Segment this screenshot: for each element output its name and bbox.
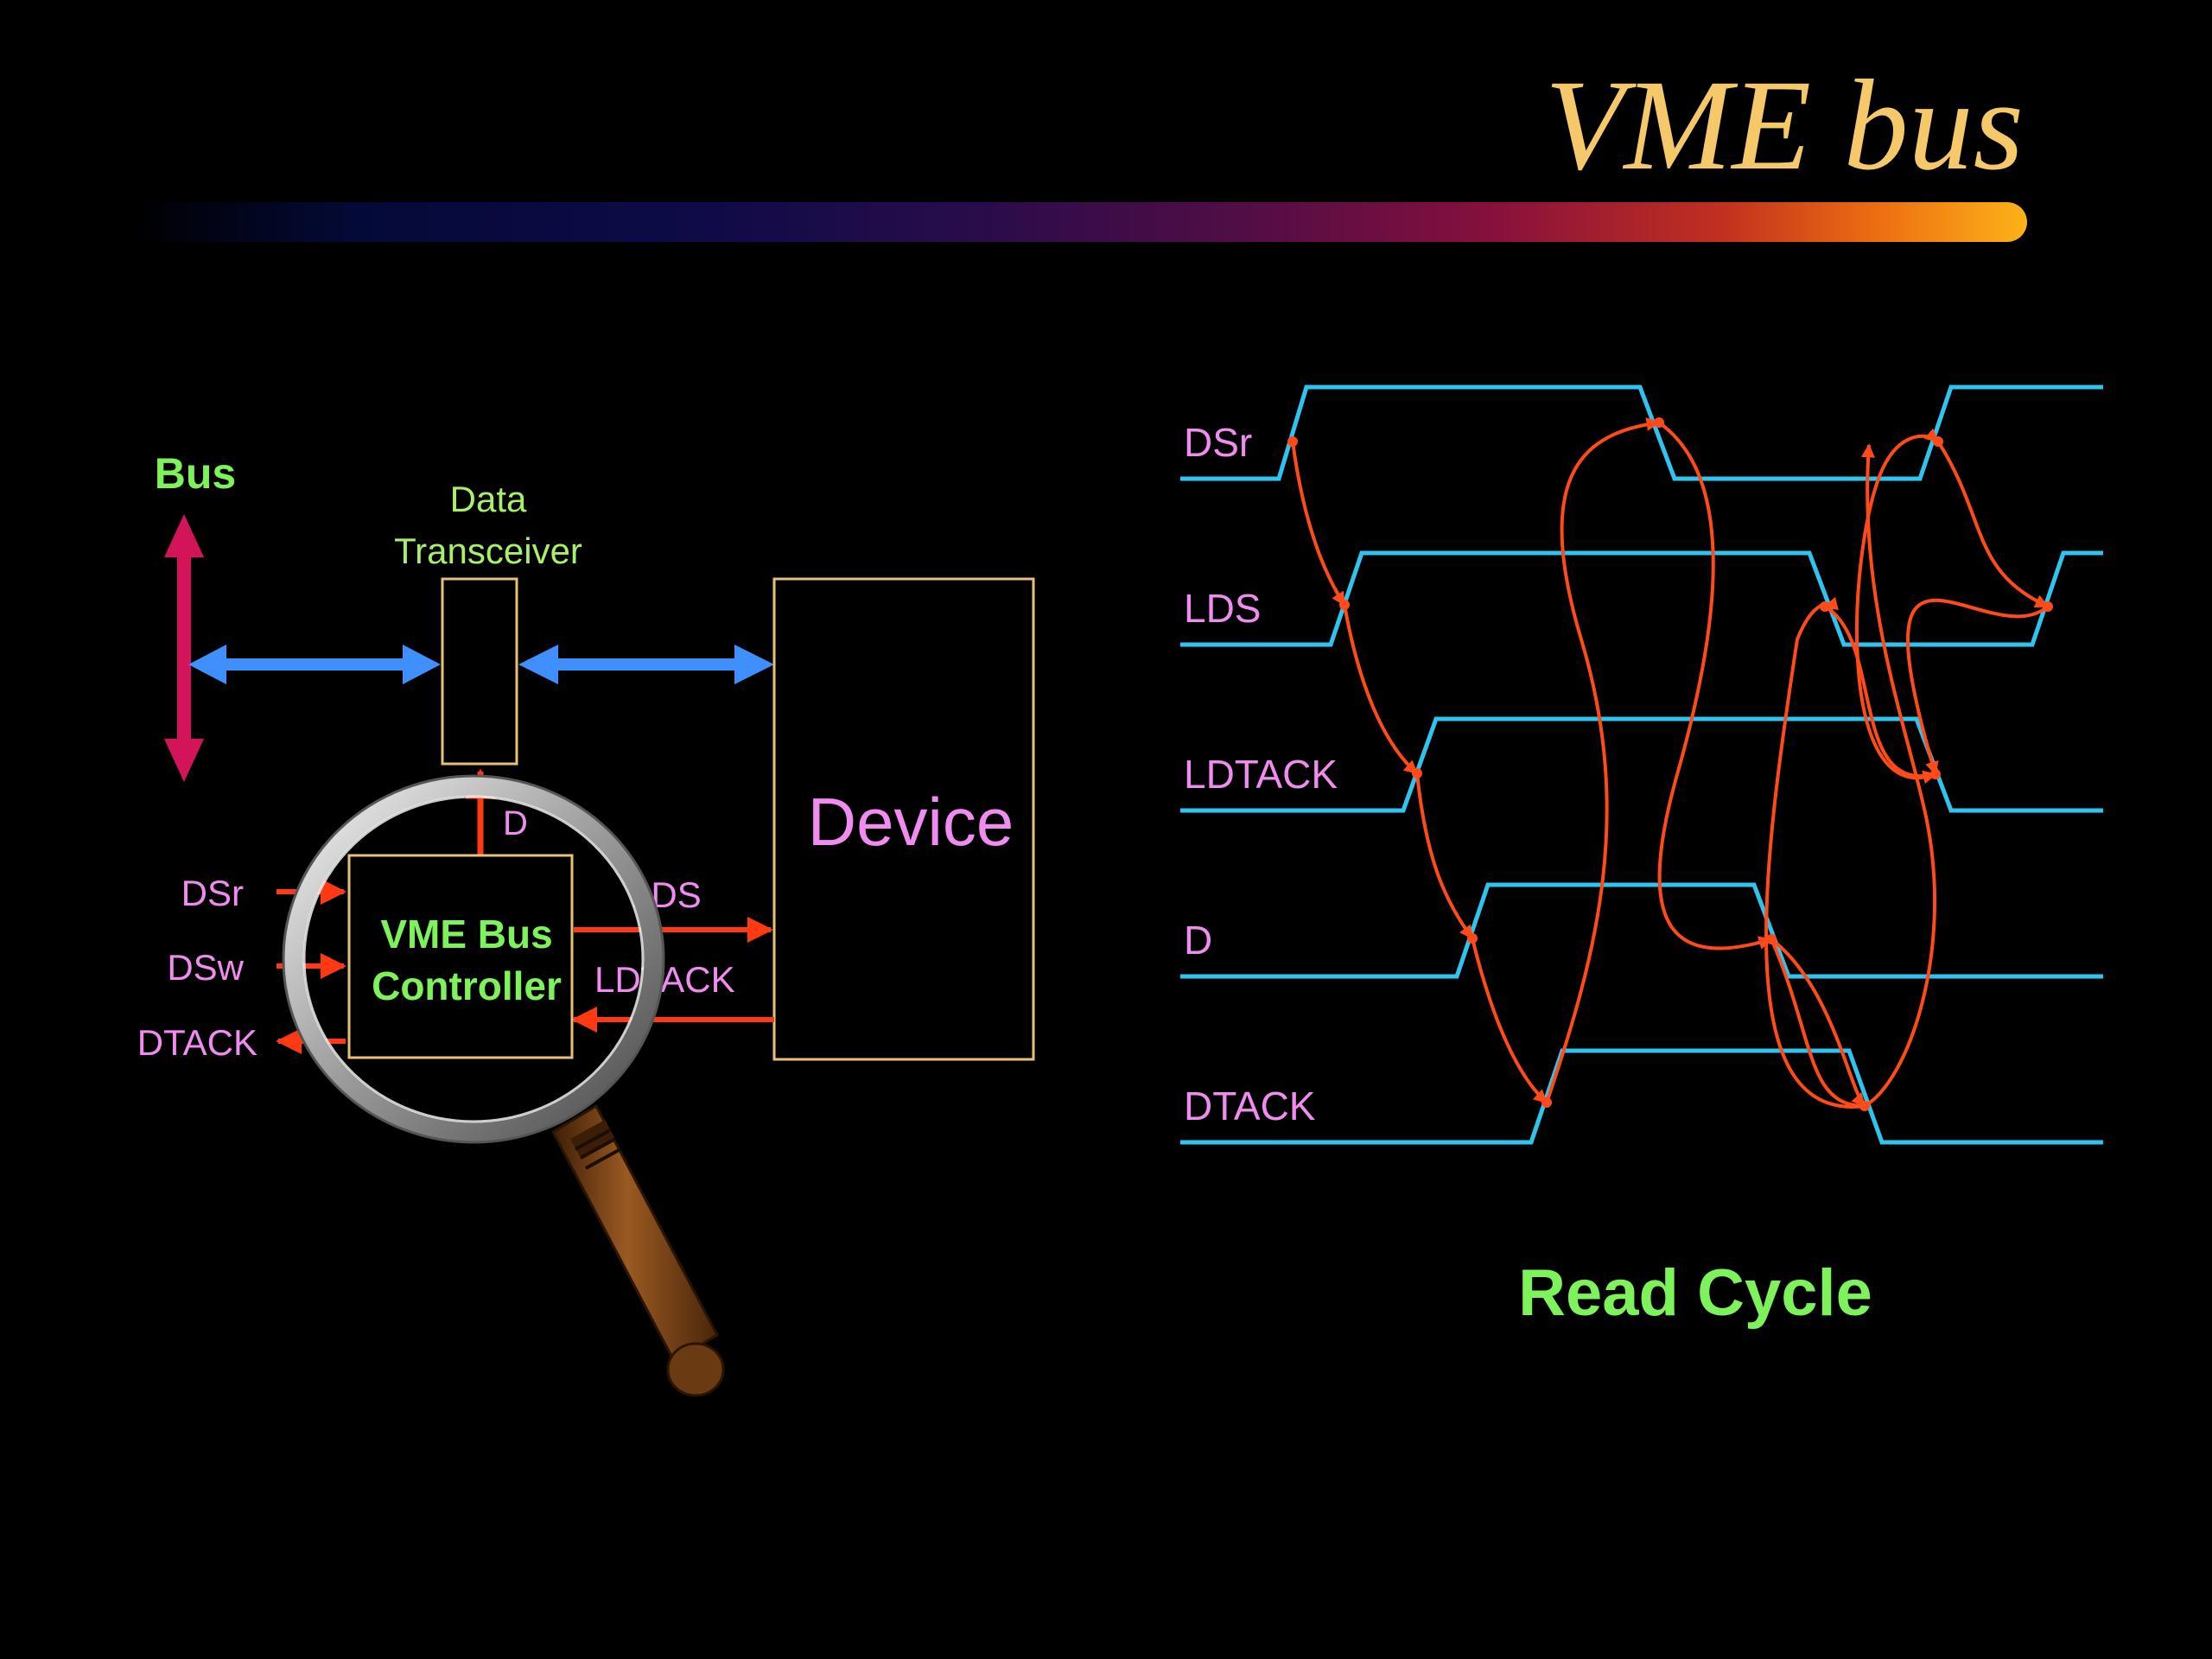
left-signal-dsw: DSw — [167, 947, 244, 988]
causality-node-11 — [1933, 436, 1943, 447]
title-gradient-bar — [130, 202, 2027, 242]
causality-arc-1 — [1291, 441, 1346, 607]
bus-label: Bus — [155, 449, 236, 498]
causality-node-9 — [1859, 1101, 1870, 1111]
controller-label-line2: Controller — [372, 963, 562, 1008]
waveform-lds — [1180, 550, 2103, 647]
causality-arc-6 — [1657, 421, 1773, 950]
causality-node-5 — [1541, 1097, 1552, 1108]
transceiver-to-device-arrow — [518, 645, 774, 684]
waveform-dsr — [1180, 385, 2103, 481]
causality-node-6 — [1654, 417, 1664, 428]
signal-labels: DSr LDS LDTACK D DTACK — [1184, 420, 1338, 1128]
timing-diagram: DSr LDS LDTACK D DTACK Read Cycle — [1180, 385, 2103, 1330]
device-label: Device — [808, 784, 1014, 860]
causality-arc-4 — [1471, 938, 1548, 1104]
controller-label-line1: VME Bus — [380, 912, 552, 957]
read-cycle-caption: Read Cycle — [1518, 1256, 1872, 1330]
causality-arc-8 — [1764, 596, 1866, 1109]
left-signal-dsr: DSr — [181, 873, 244, 913]
timing-label-dtack: DTACK — [1184, 1084, 1316, 1128]
timing-label-dsr: DSr — [1184, 420, 1252, 465]
causality-arc-7 — [1770, 938, 1866, 1108]
timing-label-d: D — [1184, 918, 1212, 963]
slide-title: VME bus — [1544, 54, 2024, 197]
waveform-dtack — [1180, 1048, 2103, 1145]
d-signal-label: D — [503, 804, 528, 842]
causality-node-12 — [2043, 601, 2053, 612]
magnifier-icon — [282, 774, 725, 1397]
causality-arc-12 — [1906, 598, 2050, 776]
controller-box — [347, 854, 574, 1059]
transceiver-label-line2: Transceiver — [394, 531, 582, 571]
causality-node-10 — [1930, 769, 1941, 779]
causality-arc-11 — [1936, 440, 2050, 608]
bus-to-transceiver-arrow — [188, 645, 441, 684]
causality-arc-9 — [1824, 605, 1937, 785]
transceiver-label-line1: Data — [450, 479, 527, 519]
causality-node-4 — [1467, 933, 1478, 944]
causality-arcs — [1287, 417, 2053, 1111]
causality-node-3 — [1412, 768, 1422, 779]
device-box — [772, 577, 1035, 1061]
causality-arc-5 — [1545, 417, 1661, 1103]
causality-arc-3 — [1415, 772, 1474, 940]
causality-arc-13 — [1770, 443, 1937, 1109]
causality-arc-2 — [1343, 604, 1419, 775]
block-diagram: Bus Data Transceiver — [137, 449, 1035, 1397]
left-signal-dtack: DTACK — [137, 1022, 257, 1063]
causality-arc-10 — [1855, 428, 1940, 779]
timing-label-ldtack: LDTACK — [1184, 752, 1338, 797]
waveform-d — [1180, 882, 2103, 979]
causality-node-8 — [1820, 601, 1830, 612]
causality-node-1 — [1287, 436, 1298, 447]
bus-vertical-arrow — [164, 514, 204, 782]
timing-label-lds: LDS — [1184, 586, 1261, 631]
causality-node-7 — [1766, 934, 1777, 944]
causality-node-2 — [1339, 600, 1350, 610]
waveforms — [1180, 385, 2103, 1145]
transceiver-box — [441, 577, 518, 766]
waveform-ldtack — [1180, 716, 2103, 813]
